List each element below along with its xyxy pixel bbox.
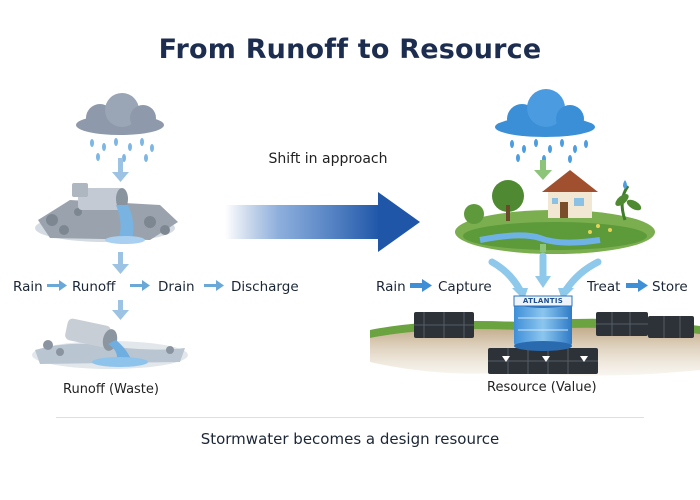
right-step-store: Store: [652, 279, 688, 295]
footer-text: Stormwater becomes a design resource: [200, 430, 500, 448]
flow-arrow-icon: [47, 280, 224, 291]
down-arrow-icon: [112, 252, 129, 320]
right-step-capture: Capture: [438, 279, 492, 295]
right-step-rain: Rain: [376, 279, 406, 295]
left-step-discharge: Discharge: [231, 279, 299, 295]
storage-tank-icon: [513, 295, 573, 351]
down-arrow-icon: [540, 244, 546, 252]
right-step-treat: Treat: [587, 279, 621, 295]
discharge-pipe-icon: [32, 318, 188, 369]
down-arrow-icon: [534, 160, 552, 180]
inflow-arrows: [488, 252, 602, 294]
shift-arrow: [225, 192, 420, 252]
left-step-runoff: Runoff: [72, 279, 116, 295]
left-caption: Runoff (Waste): [63, 382, 159, 397]
left-step-drain: Drain: [158, 279, 195, 295]
tank-label: ATLANTIS: [522, 297, 564, 305]
blue-rain-cloud-icon: [495, 89, 595, 163]
house-garden-icon: [455, 170, 655, 254]
drain-pipe-icon: [35, 183, 178, 244]
divider: [56, 417, 644, 418]
right-caption: Resource (Value): [487, 380, 597, 395]
shift-label: Shift in approach: [268, 151, 388, 167]
flow-arrow-icon: [410, 279, 648, 292]
page-title: From Runoff to Resource: [158, 34, 542, 65]
down-arrow-icon: [112, 158, 129, 182]
left-step-rain: Rain: [13, 279, 43, 295]
grey-rain-cloud-icon: [76, 93, 164, 162]
